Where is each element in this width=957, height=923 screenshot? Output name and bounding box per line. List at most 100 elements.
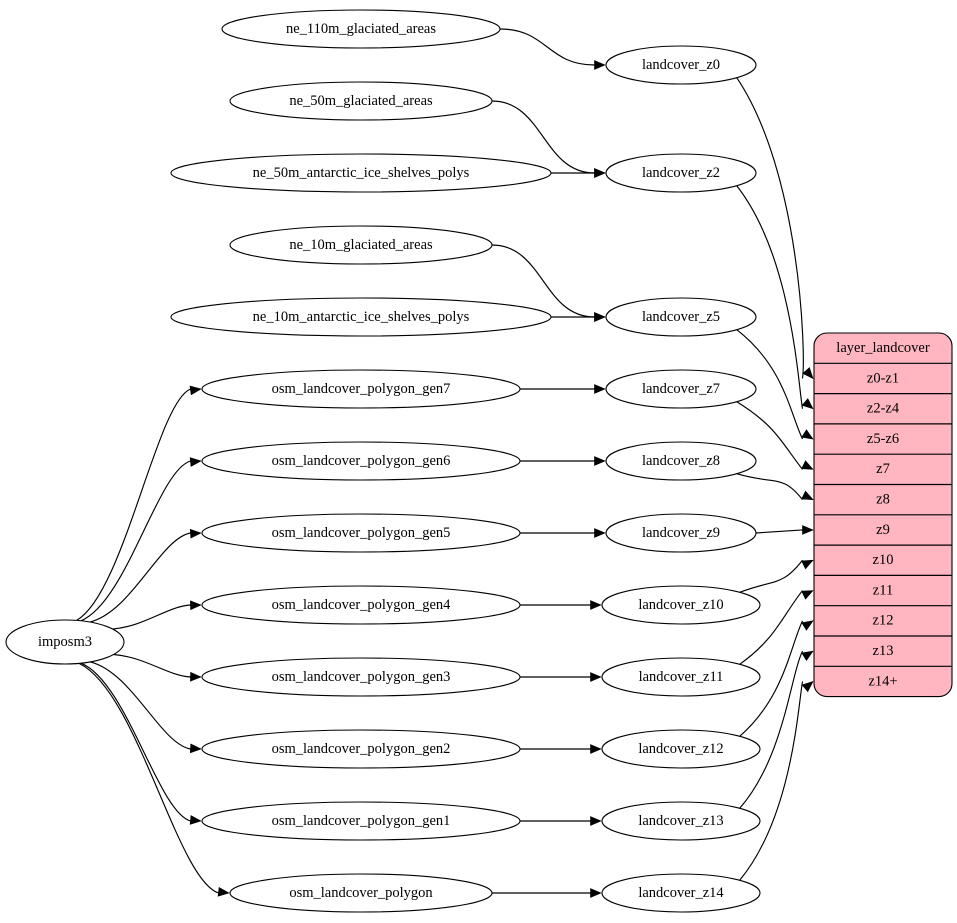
node-label: osm_landcover_polygon_gen7 <box>272 381 451 397</box>
layer-node-ellipse <box>605 513 757 553</box>
edge-line <box>89 532 191 623</box>
edge-ne_50m_antarctic_ice_shelves_polys-to-landcover_z2 <box>551 168 606 178</box>
node-ne_50m_antarctic_ice_shelves_polys[interactable]: ne_50m_antarctic_ice_shelves_polys <box>170 153 552 193</box>
node-ne_10m_glaciated_areas[interactable]: ne_10m_glaciated_areas <box>229 225 493 265</box>
node-label: osm_landcover_polygon_gen2 <box>272 741 451 757</box>
edge-arrowhead <box>190 671 202 682</box>
edge-line <box>739 681 804 881</box>
table-row-z0-z1[interactable]: z0-z1 <box>867 370 899 386</box>
layer-landcover-record[interactable]: layer_landcoverz0-z1z2-z4z5-z6z7z8z9z10z… <box>813 332 953 698</box>
edge-arrowhead <box>590 888 602 898</box>
node-label: landcover_z2 <box>642 165 720 181</box>
table-row-z11[interactable]: z11 <box>873 582 893 598</box>
layer-node-ellipse <box>601 729 761 769</box>
node-imposm3[interactable]: imposm3 <box>5 619 125 665</box>
edge-arrowhead <box>189 457 202 467</box>
table-row-z9[interactable]: z9 <box>876 522 890 538</box>
edge-osm_landcover_polygon_gen5-to-landcover_z9 <box>520 528 606 538</box>
edges-layer <box>76 28 814 898</box>
node-landcover_z13[interactable]: landcover_z13 <box>601 801 761 841</box>
node-landcover_z0[interactable]: landcover_z0 <box>605 45 757 85</box>
node-osm_landcover_polygon_gen2[interactable]: osm_landcover_polygon_gen2 <box>201 729 521 769</box>
source-node-ellipse <box>201 585 521 625</box>
edge-arrowhead <box>594 456 606 466</box>
edge-line <box>499 28 595 66</box>
table-row-z14+[interactable]: z14+ <box>868 673 897 689</box>
edge-line <box>76 388 191 621</box>
node-label: landcover_z5 <box>642 309 720 325</box>
edge-arrowhead <box>801 590 814 600</box>
node-landcover_z12[interactable]: landcover_z12 <box>601 729 761 769</box>
edge-arrowhead <box>594 60 606 70</box>
node-osm_landcover_polygon_gen4[interactable]: osm_landcover_polygon_gen4 <box>201 585 521 625</box>
edge-arrowhead <box>802 367 814 380</box>
edge-line <box>755 529 803 534</box>
edge-arrowhead <box>801 490 814 500</box>
edge-imposm3-to-osm_landcover_polygon_gen4 <box>112 600 202 630</box>
edge-ne_110m_glaciated_areas-to-landcover_z0 <box>499 28 606 70</box>
edge-imposm3-to-osm_landcover_polygon <box>78 662 230 897</box>
node-label: osm_landcover_polygon_gen5 <box>272 525 451 541</box>
node-label: landcover_z13 <box>638 813 723 829</box>
node-ne_110m_glaciated_areas[interactable]: ne_110m_glaciated_areas <box>221 9 501 49</box>
table-row-z13[interactable]: z13 <box>873 643 894 659</box>
node-label: ne_50m_antarctic_ice_shelves_polys <box>253 165 470 181</box>
node-landcover_z14[interactable]: landcover_z14 <box>601 873 761 913</box>
edge-line <box>739 590 803 665</box>
node-label: osm_landcover_polygon_gen1 <box>272 813 451 829</box>
node-ne_10m_antarctic_ice_shelves_polys[interactable]: ne_10m_antarctic_ice_shelves_polys <box>170 297 552 337</box>
edge-imposm3-to-osm_landcover_polygon_gen3 <box>113 653 202 682</box>
edge-arrowhead <box>801 680 814 693</box>
edge-osm_landcover_polygon_gen4-to-landcover_z10 <box>520 600 602 610</box>
node-landcover_z7[interactable]: landcover_z7 <box>605 369 757 409</box>
node-landcover_z10[interactable]: landcover_z10 <box>601 585 761 625</box>
edge-arrowhead <box>802 525 814 535</box>
node-label: ne_10m_glaciated_areas <box>289 237 433 253</box>
table-row-z5-z6[interactable]: z5-z6 <box>867 431 899 447</box>
edge-ne_10m_antarctic_ice_shelves_polys-to-landcover_z5 <box>551 312 606 322</box>
node-osm_landcover_polygon_gen1[interactable]: osm_landcover_polygon_gen1 <box>201 801 521 841</box>
edge-imposm3-to-osm_landcover_polygon_gen7 <box>76 385 202 621</box>
source-node-ellipse <box>229 225 493 265</box>
node-label: landcover_z0 <box>642 57 720 73</box>
node-osm_landcover_polygon_gen5[interactable]: osm_landcover_polygon_gen5 <box>201 513 521 553</box>
layer-node-ellipse <box>601 585 761 625</box>
node-osm_landcover_polygon_gen3[interactable]: osm_landcover_polygon_gen3 <box>201 657 521 697</box>
layer-node-ellipse <box>605 153 757 193</box>
edge-arrowhead <box>801 429 814 440</box>
table-row-z12[interactable]: z12 <box>873 613 894 629</box>
table-row-z8[interactable]: z8 <box>876 491 890 507</box>
table-row-z10[interactable]: z10 <box>873 552 894 568</box>
edge-line <box>491 100 595 174</box>
node-label: ne_50m_glaciated_areas <box>289 93 433 109</box>
edge-imposm3-to-osm_landcover_polygon_gen6 <box>80 457 202 622</box>
node-osm_landcover_polygon_gen7[interactable]: osm_landcover_polygon_gen7 <box>201 369 521 409</box>
node-landcover_z5[interactable]: landcover_z5 <box>605 297 757 337</box>
node-landcover_z11[interactable]: landcover_z11 <box>601 657 761 697</box>
edge-landcover_z14-to-z14+ <box>739 680 814 881</box>
node-label: landcover_z10 <box>638 597 723 613</box>
node-ne_50m_glaciated_areas[interactable]: ne_50m_glaciated_areas <box>229 81 493 121</box>
node-landcover_z8[interactable]: landcover_z8 <box>605 441 757 481</box>
edge-landcover_z2-to-z2-z4 <box>736 185 814 410</box>
edge-arrowhead <box>801 620 814 631</box>
edge-line <box>491 244 595 318</box>
node-landcover_z9[interactable]: landcover_z9 <box>605 513 757 553</box>
edge-arrowhead <box>801 650 814 662</box>
edge-line <box>739 650 804 809</box>
edge-arrowhead <box>189 528 202 539</box>
source-node-ellipse <box>229 873 493 913</box>
table-row-z2-z4[interactable]: z2-z4 <box>867 401 900 417</box>
edge-arrowhead <box>590 816 602 826</box>
table-row-z7[interactable]: z7 <box>876 461 890 477</box>
layer-landcover-table: layer_landcoverz0-z1z2-z4z5-z6z7z8z9z10z… <box>813 332 953 698</box>
edge-arrowhead <box>594 528 606 538</box>
node-osm_landcover_polygon[interactable]: osm_landcover_polygon <box>229 873 493 913</box>
source-node-ellipse <box>5 619 125 665</box>
node-landcover_z2[interactable]: landcover_z2 <box>605 153 757 193</box>
node-osm_landcover_polygon_gen6[interactable]: osm_landcover_polygon_gen6 <box>201 441 521 481</box>
edge-line <box>90 661 191 750</box>
edge-arrowhead <box>594 384 606 394</box>
source-node-ellipse <box>201 801 521 841</box>
